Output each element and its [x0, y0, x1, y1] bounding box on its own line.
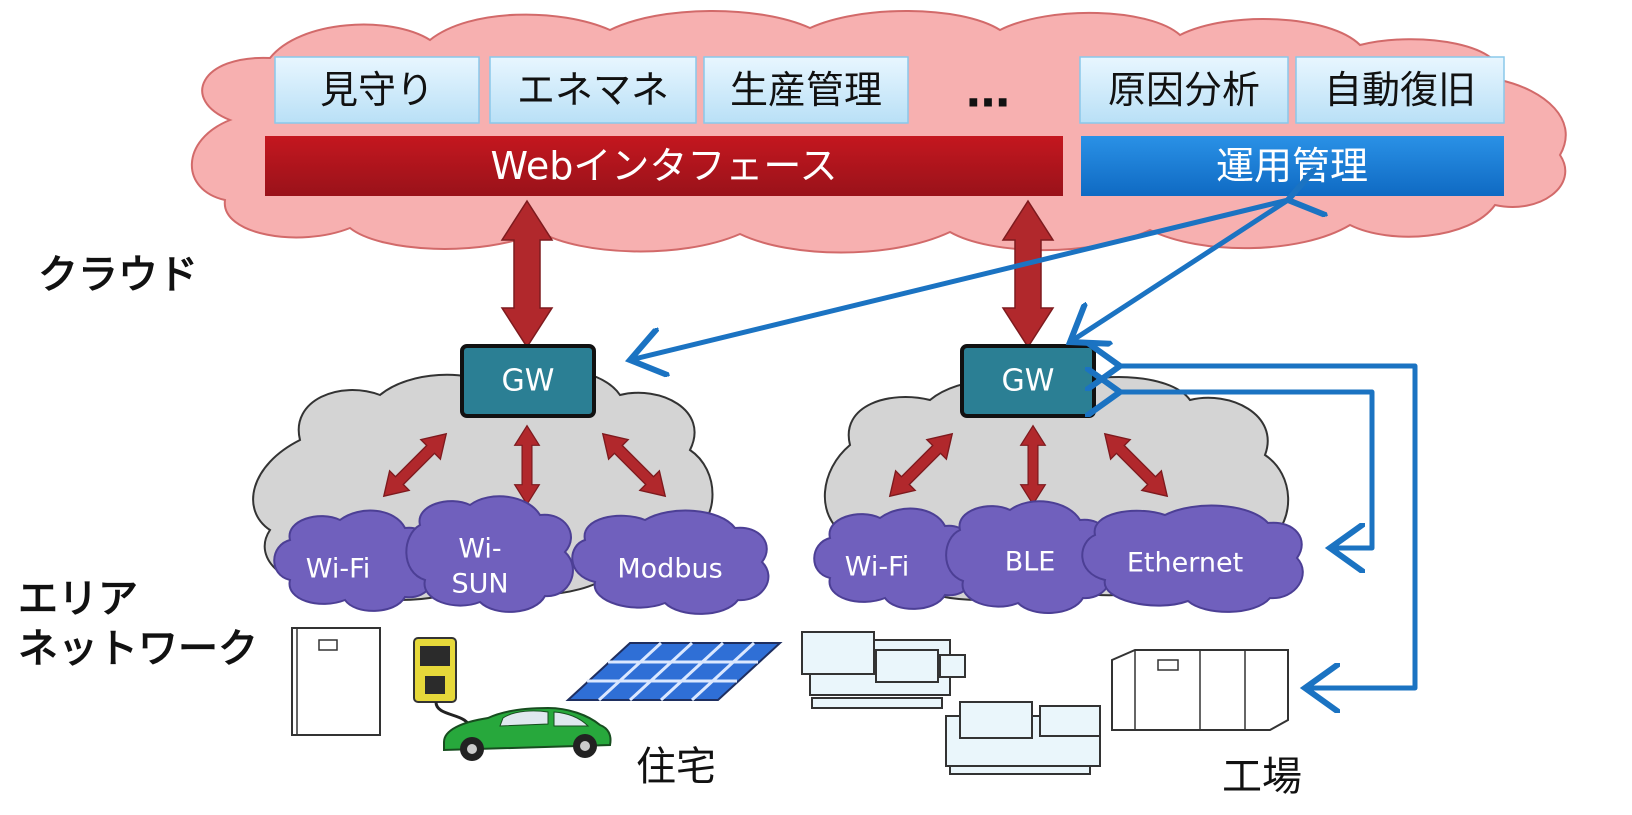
svg-text:Modbus: Modbus	[617, 554, 722, 585]
svg-text:自動復旧: 自動復旧	[1324, 68, 1476, 112]
solar-panel-icon	[565, 641, 783, 702]
factory-equipment-icon	[1111, 649, 1289, 731]
svg-text:Ethernet: Ethernet	[1127, 548, 1243, 579]
factory-label: 工場	[1222, 754, 1302, 800]
chiller-icon-2	[945, 701, 1101, 775]
svg-text:GW: GW	[502, 364, 555, 399]
home-storage-battery-icon	[291, 627, 381, 736]
svg-text:SUN: SUN	[451, 569, 508, 600]
svg-text:Wi-Fi: Wi-Fi	[306, 554, 370, 585]
electric-car-icon	[443, 706, 612, 761]
app-box-mimamori: 見守り	[274, 56, 480, 124]
app-box-enemane: エネマネ	[489, 56, 697, 124]
web-interface-bar: Webインタフェース	[265, 136, 1063, 196]
svg-text:Wi-Fi: Wi-Fi	[845, 552, 909, 583]
svg-text:Wi-: Wi-	[458, 534, 501, 565]
ellipsis: …	[966, 67, 1010, 118]
svg-text:原因分析: 原因分析	[1108, 68, 1260, 112]
home-gateway: GW	[460, 344, 596, 418]
ev-charger-icon	[413, 637, 472, 731]
svg-text:エネマネ: エネマネ	[517, 68, 669, 112]
factory-gateway: GW	[960, 344, 1096, 418]
area-network-label-line1: エリア	[18, 576, 138, 622]
app-box-production: 生産管理	[703, 56, 909, 124]
app-box-cause-analysis: 原因分析	[1079, 56, 1289, 124]
factory-ble-cloud: BLE	[945, 500, 1113, 614]
svg-text:GW: GW	[1002, 364, 1055, 399]
home-modbus-cloud: Modbus	[571, 509, 770, 615]
ops-management-bar: 運用管理	[1081, 136, 1504, 196]
svg-text:Webインタフェース: Webインタフェース	[491, 144, 838, 188]
app-box-auto-recovery: 自動復旧	[1295, 56, 1505, 124]
cloud-label: クラウド	[38, 252, 198, 298]
chiller-icon-1	[801, 631, 966, 709]
home-wisun-cloud: Wi- SUN	[405, 495, 574, 613]
home-label: 住宅	[636, 744, 716, 790]
svg-text:運用管理: 運用管理	[1216, 144, 1368, 188]
home-wifi-cloud: Wi-Fi	[273, 509, 435, 612]
factory-wifi-cloud: Wi-Fi	[813, 507, 975, 610]
cloud-shape	[190, 10, 1567, 254]
area-network-label-line2: ネットワーク	[18, 626, 258, 672]
svg-text:BLE: BLE	[1005, 547, 1056, 578]
ops-arrows	[630, 200, 1418, 688]
svg-text:見守り: 見守り	[320, 68, 434, 112]
svg-text:生産管理: 生産管理	[730, 68, 882, 112]
